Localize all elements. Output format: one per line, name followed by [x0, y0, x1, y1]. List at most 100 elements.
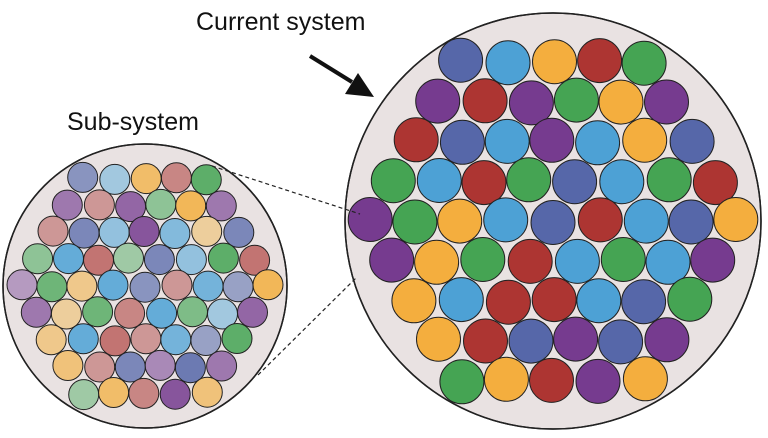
- sub-particle: [35, 324, 67, 356]
- particle: [552, 159, 598, 205]
- particle: [622, 117, 668, 163]
- current-system-outline: [344, 12, 762, 430]
- particle: [438, 37, 484, 83]
- current-system-particles: [347, 37, 759, 405]
- particle: [553, 77, 599, 123]
- particle: [506, 157, 552, 203]
- particle: [598, 79, 644, 125]
- sub-particle: [50, 298, 82, 330]
- particle: [414, 239, 460, 285]
- sub-particle: [191, 376, 223, 408]
- current-system-label: Current system: [196, 8, 366, 36]
- sub-system-label: Sub-system: [67, 108, 199, 136]
- particle: [392, 199, 438, 245]
- sub-particle: [191, 215, 223, 247]
- sub-particle: [174, 352, 206, 384]
- particle: [576, 278, 622, 324]
- particle: [532, 39, 577, 85]
- sub-particle: [145, 188, 177, 220]
- particle: [485, 40, 531, 86]
- sub-particle: [83, 189, 115, 221]
- sub-particle: [51, 189, 83, 221]
- particle: [484, 118, 530, 164]
- particle: [622, 356, 668, 402]
- sub-particle: [68, 379, 100, 411]
- sub-particle: [252, 269, 284, 301]
- particle: [416, 158, 462, 203]
- particle: [599, 159, 645, 205]
- particle: [577, 38, 623, 84]
- particle: [508, 318, 554, 364]
- particle: [623, 198, 669, 244]
- particle: [644, 79, 689, 125]
- particle: [646, 157, 692, 203]
- sub-particle: [161, 269, 193, 301]
- sub-particle: [237, 296, 268, 328]
- particle: [529, 117, 575, 163]
- zoom-line-bottom: [257, 277, 357, 376]
- particle: [438, 277, 484, 323]
- particle: [391, 278, 437, 324]
- particle: [462, 78, 508, 124]
- sub-particle: [84, 351, 116, 383]
- particle: [667, 276, 713, 322]
- particle: [621, 40, 667, 86]
- sub-particle: [68, 217, 100, 249]
- sub-particle: [128, 216, 160, 247]
- sub-particle: [98, 216, 130, 248]
- sub-particle: [53, 243, 84, 275]
- particle: [507, 238, 553, 284]
- sub-particle: [67, 161, 99, 193]
- sub-particle: [160, 162, 192, 194]
- particle: [483, 356, 529, 402]
- sub-system-outline: [2, 143, 288, 429]
- particle: [416, 316, 461, 362]
- sub-particle: [36, 271, 68, 303]
- sub-particle: [37, 215, 69, 247]
- particle: [461, 160, 507, 206]
- sub-particle: [160, 324, 192, 356]
- sub-particle: [175, 244, 207, 276]
- sub-system-particles: [6, 161, 284, 411]
- particle: [553, 316, 599, 362]
- sub-particle: [146, 297, 178, 329]
- particle: [439, 119, 485, 165]
- sub-particle: [99, 163, 131, 195]
- particle: [690, 237, 736, 283]
- sub-particle: [114, 351, 146, 383]
- particle: [600, 237, 646, 282]
- particle: [347, 197, 393, 242]
- sub-particle: [22, 243, 54, 275]
- sub-particle: [206, 350, 238, 382]
- sub-particle: [66, 270, 98, 302]
- sub-particle: [239, 244, 271, 276]
- arrow-head: [345, 73, 374, 97]
- particle: [369, 237, 415, 283]
- sub-particle: [98, 377, 130, 408]
- sub-particle: [190, 325, 222, 356]
- sub-particle: [207, 242, 239, 274]
- sub-particle: [223, 216, 255, 248]
- particle: [598, 319, 644, 365]
- sub-particle: [130, 323, 162, 355]
- particle: [370, 158, 416, 204]
- sub-particle: [159, 218, 191, 249]
- sub-particle: [129, 271, 161, 303]
- particle: [439, 359, 485, 405]
- particle: [530, 200, 576, 245]
- sub-particle: [97, 269, 129, 301]
- particle: [575, 120, 621, 166]
- sub-particle: [144, 349, 176, 381]
- particle: [463, 318, 508, 364]
- sub-particle: [128, 377, 160, 409]
- particle: [575, 358, 621, 404]
- particle: [529, 357, 574, 403]
- arrow-shaft: [308, 54, 354, 84]
- sub-particle: [205, 190, 237, 222]
- sub-particle: [113, 242, 144, 274]
- particle: [645, 239, 691, 285]
- particle: [713, 197, 759, 242]
- zoom-line-top: [211, 165, 361, 215]
- particle: [644, 317, 690, 363]
